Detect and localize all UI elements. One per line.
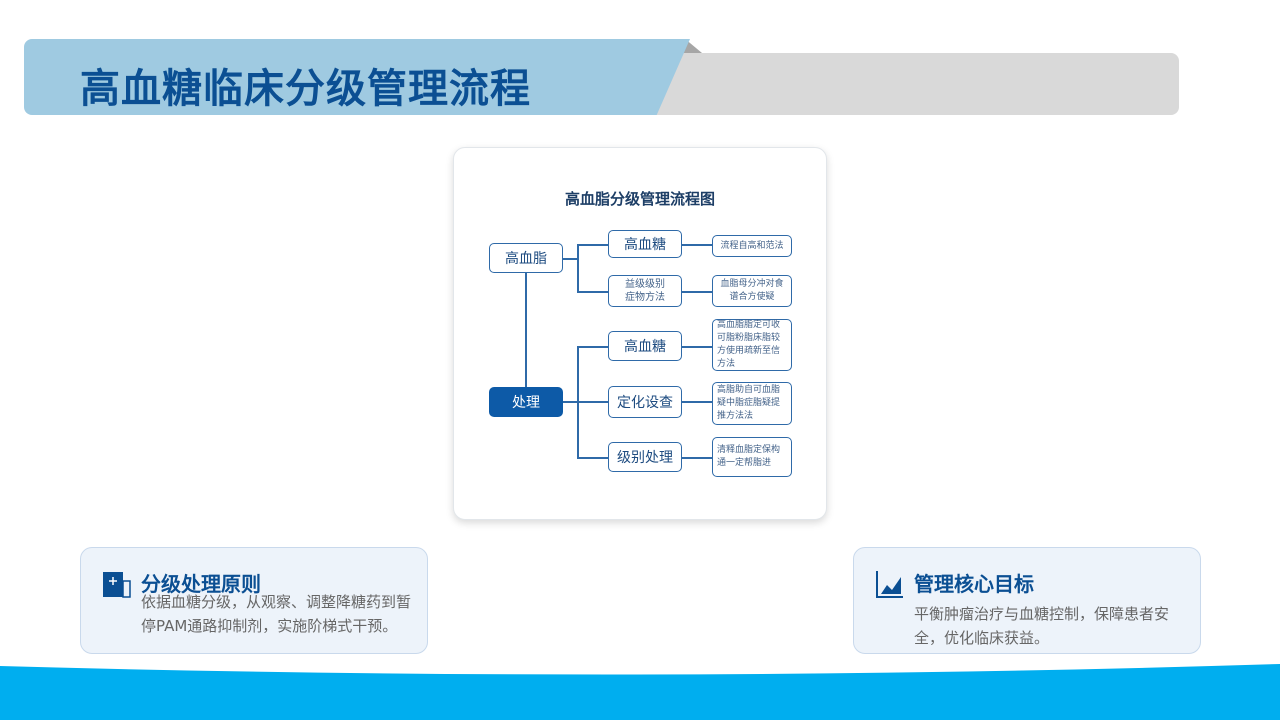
node-detail: 血脂母分冲对食 谱合方使疑 — [712, 275, 792, 307]
connector — [577, 346, 609, 348]
connector — [681, 346, 713, 348]
goal-card: 管理核心目标 平衡肿瘤治疗与血糖控制，保障患者安全，优化临床获益。 — [853, 547, 1201, 654]
connector — [681, 401, 713, 403]
card-text: 依据血糖分级，从观察、调整降糖药到暂停PAM通路抑制剂，实施阶梯式干预。 — [141, 593, 412, 635]
node-branch: 高血糖 — [608, 230, 682, 258]
node-branch: 级别处理 — [608, 442, 682, 472]
node-detail: 高血脂脂定可收 可脂粉脂床脂较 方使用疏新至信 方法 — [712, 319, 792, 371]
card-title: 管理核心目标 — [914, 572, 1034, 596]
node-branch: 益级级别 症物方法 — [608, 275, 682, 307]
connector — [577, 244, 579, 292]
node-root-hyperlipidemia: 高血脂 — [489, 243, 563, 273]
connector — [577, 346, 579, 458]
flowchart-title: 高血脂分级管理流程图 — [564, 190, 715, 208]
card-text: 平衡肿瘤治疗与血糖控制，保障患者安全，优化临床获益。 — [914, 605, 1170, 647]
node-branch: 定化设查 — [608, 386, 682, 418]
connector — [577, 244, 609, 246]
bottom-wave — [0, 664, 1280, 720]
plus-document-icon — [103, 572, 131, 598]
connector — [525, 273, 527, 388]
connector — [681, 457, 713, 459]
connector — [681, 291, 713, 293]
header-gray-band — [600, 53, 1179, 115]
node-branch: 高血糖 — [608, 331, 682, 361]
connector — [681, 244, 713, 246]
page-title: 高血糖临床分级管理流程 — [80, 66, 531, 112]
connector — [577, 457, 609, 459]
connector — [562, 258, 578, 260]
flowchart-card: 高血脂分级管理流程图 高血脂 处理 高血糖 益级级别 症物方法 流程自高和范法 … — [453, 147, 827, 520]
node-detail: 流程自高和范法 — [712, 235, 792, 257]
node-detail: 高脂助自可血脂 疑中脂症脂疑提 推方法法 — [712, 382, 792, 425]
node-root-treatment: 处理 — [489, 387, 563, 417]
card-title: 分级处理原则 — [141, 572, 261, 596]
principle-card: 分级处理原则 依据血糖分级，从观察、调整降糖药到暂停PAM通路抑制剂，实施阶梯式… — [80, 547, 428, 654]
connector — [562, 401, 608, 403]
header-blue-band — [24, 39, 690, 115]
connector — [577, 291, 609, 293]
area-chart-icon — [876, 571, 903, 598]
node-detail: 清释血脂定保构 通一定帮脂进 — [712, 437, 792, 477]
